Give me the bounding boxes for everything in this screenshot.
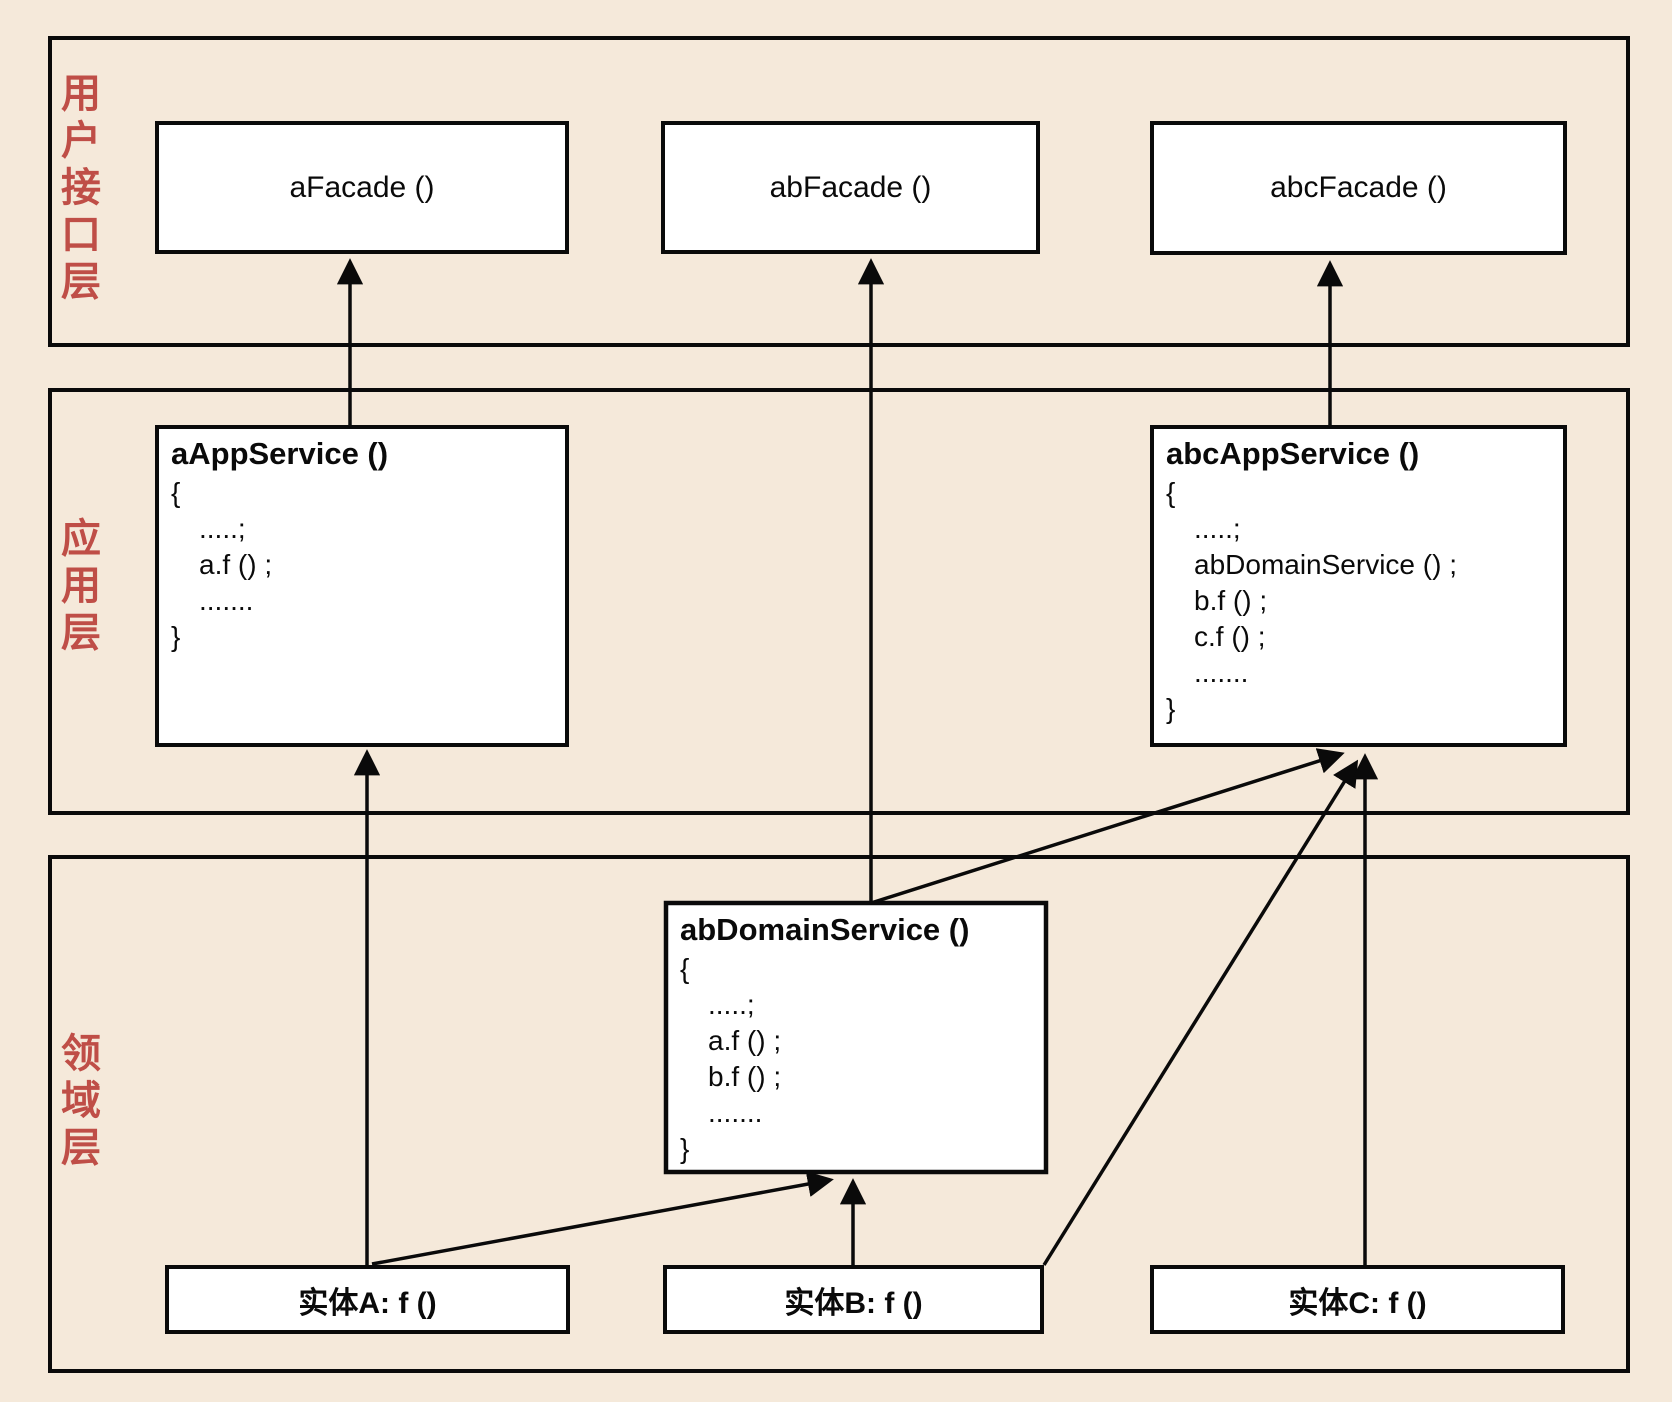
abcfacade-box — [1150, 121, 1567, 255]
arrow-entity-a-to-abdomainservice — [371, 1171, 834, 1266]
aappservice-box — [155, 425, 569, 747]
code-line: { — [1166, 477, 1176, 508]
code-line: a.f () ; — [199, 549, 273, 580]
aappservice-code: aAppService () { .....; a.f () ; .......… — [171, 433, 555, 655]
abcappservice-title: abcAppService () — [1166, 436, 1420, 471]
aappservice-title: aAppService () — [171, 436, 389, 471]
code-line: b.f () ; — [708, 1061, 782, 1092]
afacade-box — [155, 121, 569, 254]
code-line: { — [680, 953, 690, 984]
entity-c-label: 实体C: f () — [1288, 1286, 1427, 1320]
abdomainservice-box — [663, 900, 1049, 1175]
abfacade-label: abFacade () — [769, 170, 932, 204]
afacade-label: aFacade () — [289, 170, 435, 204]
abdomainservice-code: abDomainService () { .....; a.f () ; b.f… — [680, 909, 1032, 1167]
application-layer-label: 应用层 — [55, 517, 99, 658]
arrow-entity-b-to-abcappservice — [1042, 759, 1359, 1266]
application-layer-box — [48, 388, 1630, 815]
domain-layer-box — [48, 855, 1630, 1373]
code-line: ....... — [1194, 657, 1249, 688]
entity-a-label: 实体A: f () — [298, 1286, 437, 1320]
entity-b-box — [663, 1265, 1044, 1334]
entity-b-label: 实体B: f () — [784, 1286, 923, 1320]
code-line: } — [1166, 693, 1176, 724]
code-line: } — [680, 1133, 690, 1164]
abcappservice-box — [1150, 425, 1567, 747]
code-line: b.f () ; — [1194, 585, 1268, 616]
domain-layer-label: 领域层 — [55, 1032, 99, 1173]
code-line: ....... — [199, 585, 254, 616]
code-line: ....... — [708, 1097, 763, 1128]
code-line: } — [171, 621, 181, 652]
abcappservice-code: abcAppService () { .....; abDomainServic… — [1166, 433, 1554, 727]
code-line: .....; — [708, 989, 755, 1020]
abdomainservice-title: abDomainService () — [680, 912, 970, 947]
abcfacade-label: abcFacade () — [1270, 171, 1447, 204]
code-line: .....; — [1194, 513, 1241, 544]
code-line: abDomainService () ; — [1194, 549, 1457, 580]
ui-layer-box — [48, 36, 1630, 347]
code-line: a.f () ; — [708, 1025, 782, 1056]
entity-c-box — [1150, 1265, 1565, 1334]
code-line: c.f () ; — [1194, 621, 1266, 652]
code-line: .....; — [199, 513, 246, 544]
ui-layer-label: 用户接口层 — [55, 72, 99, 307]
arrow-abdomainservice-to-abcappservice — [870, 748, 1345, 905]
code-line: { — [171, 477, 181, 508]
abfacade-box — [661, 121, 1040, 254]
entity-a-box — [165, 1265, 570, 1334]
